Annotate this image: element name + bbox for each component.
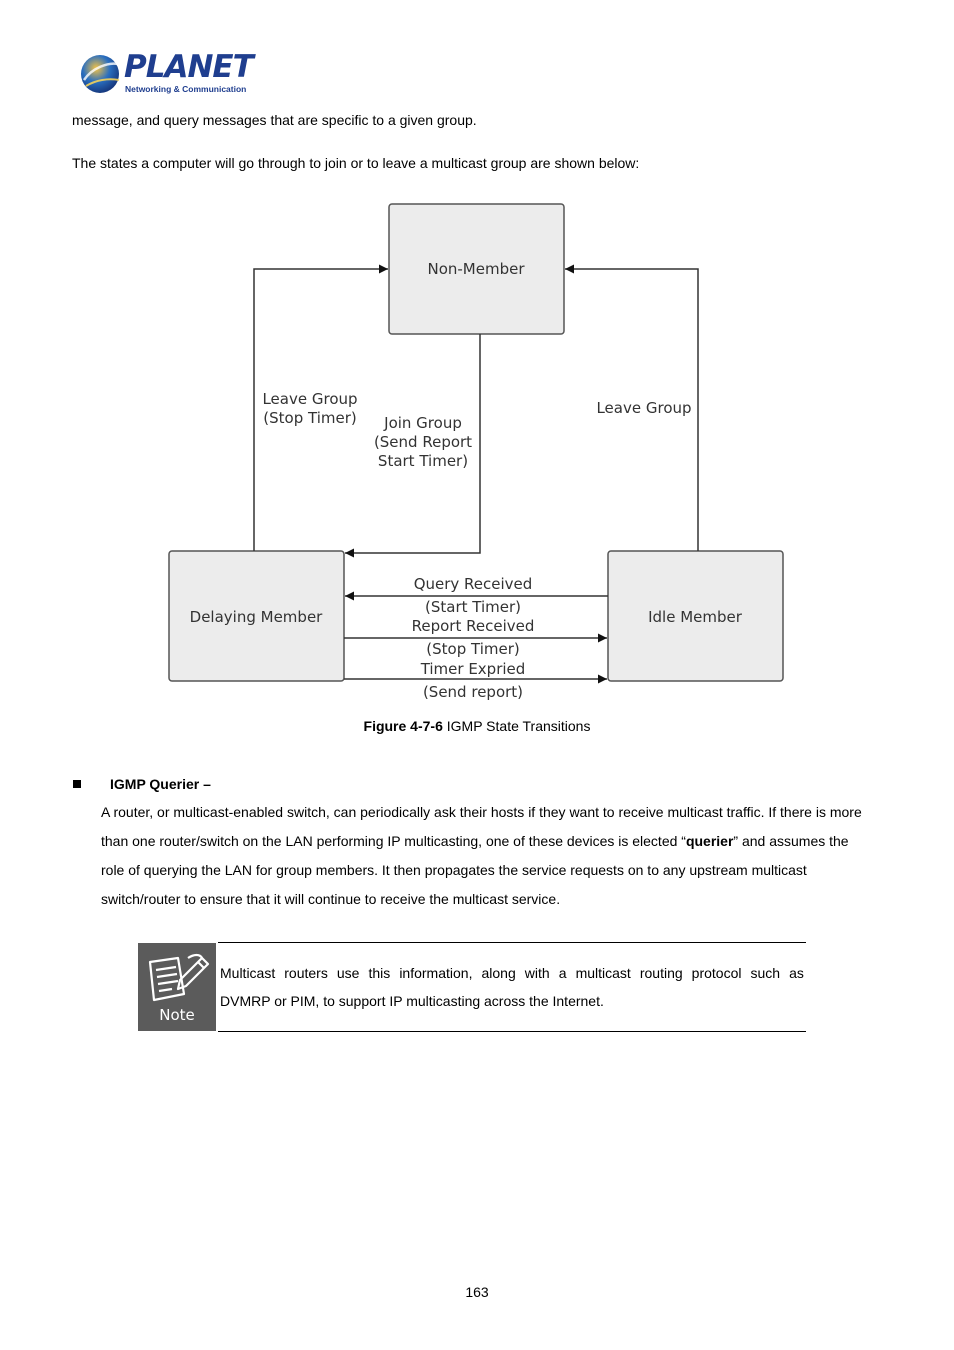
label-leave-group-left: Leave Group: [262, 390, 357, 408]
planet-logo: [81, 55, 120, 93]
note-word: as: [789, 965, 804, 981]
body-line-3: role of querying the LAN for group membe…: [101, 862, 807, 878]
globe-icon: [81, 55, 119, 93]
arrow-join-group: [345, 334, 481, 558]
brand-name: PLANET: [124, 49, 254, 85]
state-box-idle-member: [607, 550, 784, 682]
note-word: information,: [399, 965, 473, 981]
intro-paragraph-1: message, and query messages that are spe…: [72, 112, 477, 128]
note-bottom-rule: [218, 1031, 806, 1032]
note-word: a: [558, 965, 567, 981]
label-send-report: (Send Report: [374, 433, 472, 451]
label-query-received: Query Received: [414, 575, 533, 593]
note-word: multicast: [575, 965, 631, 981]
note-label: Note: [159, 1006, 195, 1024]
note-line-2: DVMRP or PIM, to support IP multicasting…: [220, 993, 604, 1009]
label-join-group: Join Group: [383, 414, 462, 432]
note-word: protocol: [691, 965, 742, 981]
label-send-report-timer: (Send report): [423, 683, 523, 701]
section-title: IGMP Querier –: [110, 776, 211, 792]
label-stop-timer: (Stop Timer): [426, 640, 519, 658]
querier-term: querier: [685, 833, 734, 849]
note-word: routers: [284, 965, 328, 981]
arrow-leave-group-delaying: [253, 264, 388, 551]
note-word: Multicast: [220, 965, 276, 981]
state-label-non-member: Non-Member: [427, 260, 525, 278]
state-label-idle-member: Idle Member: [648, 608, 743, 626]
igmp-state-diagram: Non-Member Delaying Member Idle Member L…: [168, 203, 784, 701]
note-word: use: [336, 965, 360, 981]
note-word: with: [524, 965, 550, 981]
intro-paragraph-2: The states a computer will go through to…: [72, 155, 640, 171]
note-pencil-icon: [148, 953, 210, 1002]
label-start-timer: (Start Timer): [425, 598, 521, 616]
note-word: this: [368, 965, 391, 981]
arrow-leave-group-idle: [565, 264, 699, 551]
section-body: A router, or multicast-enabled switch, c…: [101, 798, 891, 914]
note-top-rule: [218, 942, 806, 943]
figure-title: IGMP State Transitions: [442, 718, 591, 734]
label-stop-timer-left: (Stop Timer): [263, 409, 356, 427]
label-report-received: Report Received: [412, 617, 535, 635]
note-word: along: [481, 965, 516, 981]
state-box-delaying-member: [168, 550, 345, 682]
figure-caption: Figure 4-7-6 IGMP State Transitions: [0, 718, 954, 734]
state-label-delaying-member: Delaying Member: [190, 608, 324, 626]
label-start-timer-join: Start Timer): [378, 452, 468, 470]
brand-tagline: Networking & Communication: [125, 84, 247, 94]
body-line-2: than one router/switch on the LAN perfor…: [101, 833, 849, 849]
note-word: such: [750, 965, 781, 981]
label-timer-expired: Timer Expried: [420, 660, 526, 678]
body-line-1: A router, or multicast-enabled switch, c…: [101, 804, 862, 820]
bullet-square-icon: [73, 780, 81, 788]
figure-label: Figure 4-7-6: [363, 718, 443, 734]
label-leave-group-right: Leave Group: [596, 399, 691, 417]
page-number: 163: [465, 1284, 489, 1300]
state-box-non-member: [388, 203, 565, 335]
body-line-4: switch/router to ensure that it will con…: [101, 891, 561, 907]
note-word: routing: [639, 965, 683, 981]
